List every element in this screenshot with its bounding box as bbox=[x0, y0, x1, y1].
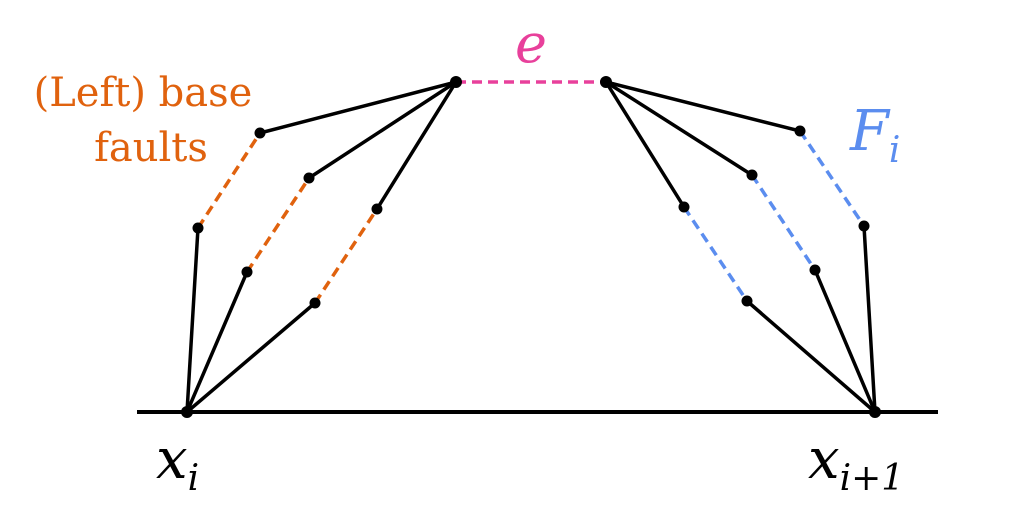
vertex-left-2b bbox=[303, 172, 315, 184]
vertex-left-3b bbox=[371, 203, 383, 215]
left-edge-base-1 bbox=[185, 226, 200, 414]
vertex-left-1a bbox=[192, 222, 204, 234]
right-edge-top-2 bbox=[604, 80, 754, 177]
fault-family-main: F bbox=[849, 99, 891, 164]
x-i-label: xi bbox=[156, 427, 199, 499]
left-base-faults bbox=[196, 132, 379, 304]
vertex-right-2a bbox=[746, 169, 758, 181]
left-edge-base-3 bbox=[185, 301, 317, 414]
vertex-x-i-plus-1 bbox=[869, 406, 881, 418]
left-edge-top-2 bbox=[307, 80, 458, 180]
vertex-right-2b bbox=[809, 264, 821, 276]
x-i-plus-1-main: x bbox=[808, 427, 840, 492]
vertices bbox=[181, 76, 881, 418]
edge-e-label: e bbox=[515, 12, 547, 75]
right-edge-base-2 bbox=[813, 268, 877, 414]
vertex-left-1b bbox=[254, 127, 266, 139]
right-solid-edges bbox=[604, 80, 877, 414]
x-i-sub: i bbox=[188, 458, 200, 499]
vertex-left-3a bbox=[309, 297, 321, 309]
vertex-right-3a bbox=[678, 201, 690, 213]
right-edge-base-3 bbox=[745, 299, 877, 414]
right-fault-3 bbox=[682, 206, 749, 302]
right-edge-top-3 bbox=[604, 80, 686, 209]
left-fault-2 bbox=[245, 177, 311, 273]
left-fault-1 bbox=[196, 132, 262, 229]
vertex-top-left bbox=[450, 76, 462, 88]
vertex-right-3b bbox=[741, 295, 753, 307]
vertex-top-right bbox=[600, 76, 612, 88]
right-edge-top-1 bbox=[604, 80, 802, 133]
right-faults bbox=[682, 130, 866, 302]
x-i-plus-1-label: xi+1 bbox=[808, 427, 904, 499]
vertex-right-1a bbox=[794, 125, 806, 137]
vertex-left-2a bbox=[241, 266, 253, 278]
fault-family-sub: i bbox=[889, 130, 901, 171]
vertex-right-1b bbox=[858, 220, 870, 232]
right-fault-2 bbox=[750, 174, 817, 271]
left-fault-3 bbox=[313, 208, 379, 304]
vertex-x-i bbox=[181, 406, 193, 418]
x-i-main: x bbox=[156, 427, 188, 492]
right-edge-base-1 bbox=[862, 224, 877, 414]
right-fault-1 bbox=[798, 130, 866, 227]
x-i-plus-1-sub: i+1 bbox=[840, 458, 905, 499]
left-solid-edges bbox=[185, 80, 458, 414]
fault-family-label: Fi bbox=[849, 99, 900, 171]
left-edge-top-1 bbox=[258, 80, 458, 135]
left-base-faults-label-line1: (Left) base bbox=[34, 70, 253, 116]
left-edge-top-3 bbox=[375, 80, 458, 211]
left-edge-base-2 bbox=[185, 270, 249, 414]
left-base-faults-label-line2: faults bbox=[94, 125, 208, 171]
